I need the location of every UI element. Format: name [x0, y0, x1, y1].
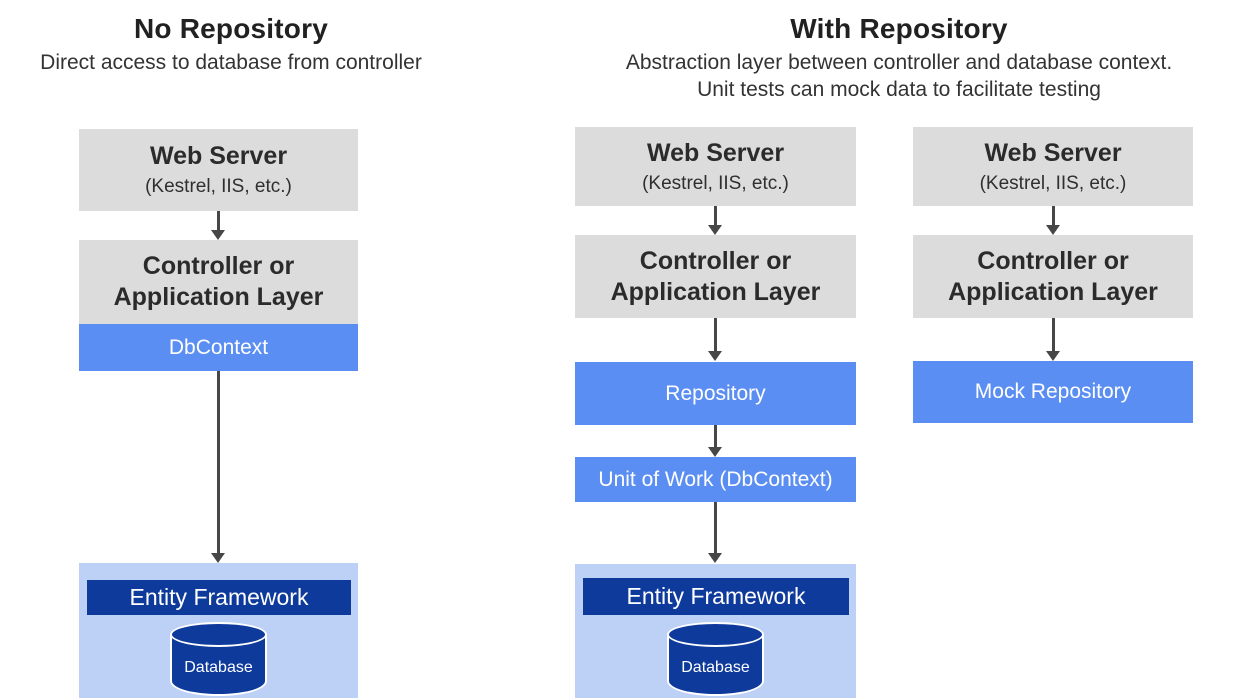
controller-box: Controller or Application Layer	[575, 235, 856, 318]
arrow-head-icon	[708, 225, 722, 235]
with-repository-header: With Repository Abstraction layer betwee…	[565, 12, 1233, 103]
arrow-head-icon	[708, 447, 722, 457]
arrow-head-icon	[1046, 351, 1060, 361]
controller-box: Controller or Application Layer	[79, 240, 358, 324]
controller-box: Controller or Application Layer	[913, 235, 1193, 318]
arrow-shaft	[1051, 318, 1055, 352]
arrow-head-icon	[708, 351, 722, 361]
entity-framework-bar: Entity Framework	[583, 578, 849, 615]
unit-of-work-label: Unit of Work (DbContext)	[598, 467, 833, 491]
web-server-title: Web Server	[149, 142, 288, 170]
arrow-shaft	[216, 371, 220, 554]
cylinder-top	[667, 622, 764, 647]
flow-arrow	[708, 206, 722, 235]
dbcontext-label: DbContext	[168, 335, 269, 359]
flow-arrow	[708, 318, 722, 361]
flow-arrow	[708, 502, 722, 563]
cylinder-top	[170, 622, 267, 647]
web-server-subtitle: (Kestrel, IIS, etc.)	[979, 172, 1127, 194]
entity-framework-container: Entity Framework Database	[575, 564, 856, 698]
controller-line1: Controller or	[142, 252, 295, 280]
web-server-box: Web Server (Kestrel, IIS, etc.)	[575, 127, 856, 206]
arrow-shaft	[713, 206, 717, 226]
arrow-shaft	[1051, 206, 1055, 226]
database-label: Database	[184, 659, 253, 676]
arrow-shaft	[713, 425, 717, 448]
web-server-box: Web Server (Kestrel, IIS, etc.)	[913, 127, 1193, 206]
arrow-head-icon	[211, 553, 225, 563]
no-repository-title: No Repository	[134, 13, 328, 44]
arrow-head-icon	[1046, 225, 1060, 235]
no-repository-header: No Repository Direct access to database …	[8, 12, 454, 76]
web-server-title: Web Server	[646, 138, 785, 167]
unit-of-work-box: Unit of Work (DbContext)	[575, 457, 856, 502]
arrow-head-icon	[708, 553, 722, 563]
database-cylinder-icon: Database	[667, 622, 764, 697]
entity-framework-label: Entity Framework	[626, 583, 806, 609]
controller-line1: Controller or	[639, 246, 792, 275]
with-repository-subtitle-line2: Unit tests can mock data to facilitate t…	[697, 78, 1101, 101]
with-repository-title: With Repository	[790, 13, 1008, 44]
flow-arrow	[1046, 206, 1060, 235]
mock-repository-box: Mock Repository	[913, 361, 1193, 423]
web-server-title: Web Server	[984, 138, 1122, 167]
controller-line1: Controller or	[977, 246, 1129, 275]
flow-arrow	[1046, 318, 1060, 361]
web-server-box: Web Server (Kestrel, IIS, etc.)	[79, 129, 358, 211]
entity-framework-container: Entity Framework Database	[79, 563, 358, 698]
entity-framework-bar: Entity Framework	[87, 580, 351, 615]
web-server-subtitle: (Kestrel, IIS, etc.)	[642, 172, 789, 194]
flow-arrow	[211, 211, 225, 240]
arrow-shaft	[713, 502, 717, 554]
repository-label: Repository	[665, 381, 766, 405]
web-server-subtitle: (Kestrel, IIS, etc.)	[145, 176, 292, 197]
arrow-shaft	[216, 211, 220, 231]
dbcontext-box: DbContext	[79, 324, 358, 371]
controller-line2: Application Layer	[948, 277, 1158, 306]
database-cylinder-icon: Database	[170, 622, 267, 697]
no-repository-subtitle: Direct access to database from controlle…	[40, 51, 422, 74]
flow-arrow	[211, 371, 225, 563]
database-label: Database	[681, 659, 750, 676]
mock-repository-label: Mock Repository	[974, 380, 1132, 403]
flow-arrow	[708, 425, 722, 457]
repository-box: Repository	[575, 362, 856, 425]
with-repository-subtitle-line1: Abstraction layer between controller and…	[625, 51, 1173, 74]
arrow-head-icon	[211, 230, 225, 240]
controller-line2: Application Layer	[113, 283, 324, 311]
entity-framework-label: Entity Framework	[129, 584, 309, 610]
controller-line2: Application Layer	[610, 277, 821, 306]
arrow-shaft	[713, 318, 717, 352]
